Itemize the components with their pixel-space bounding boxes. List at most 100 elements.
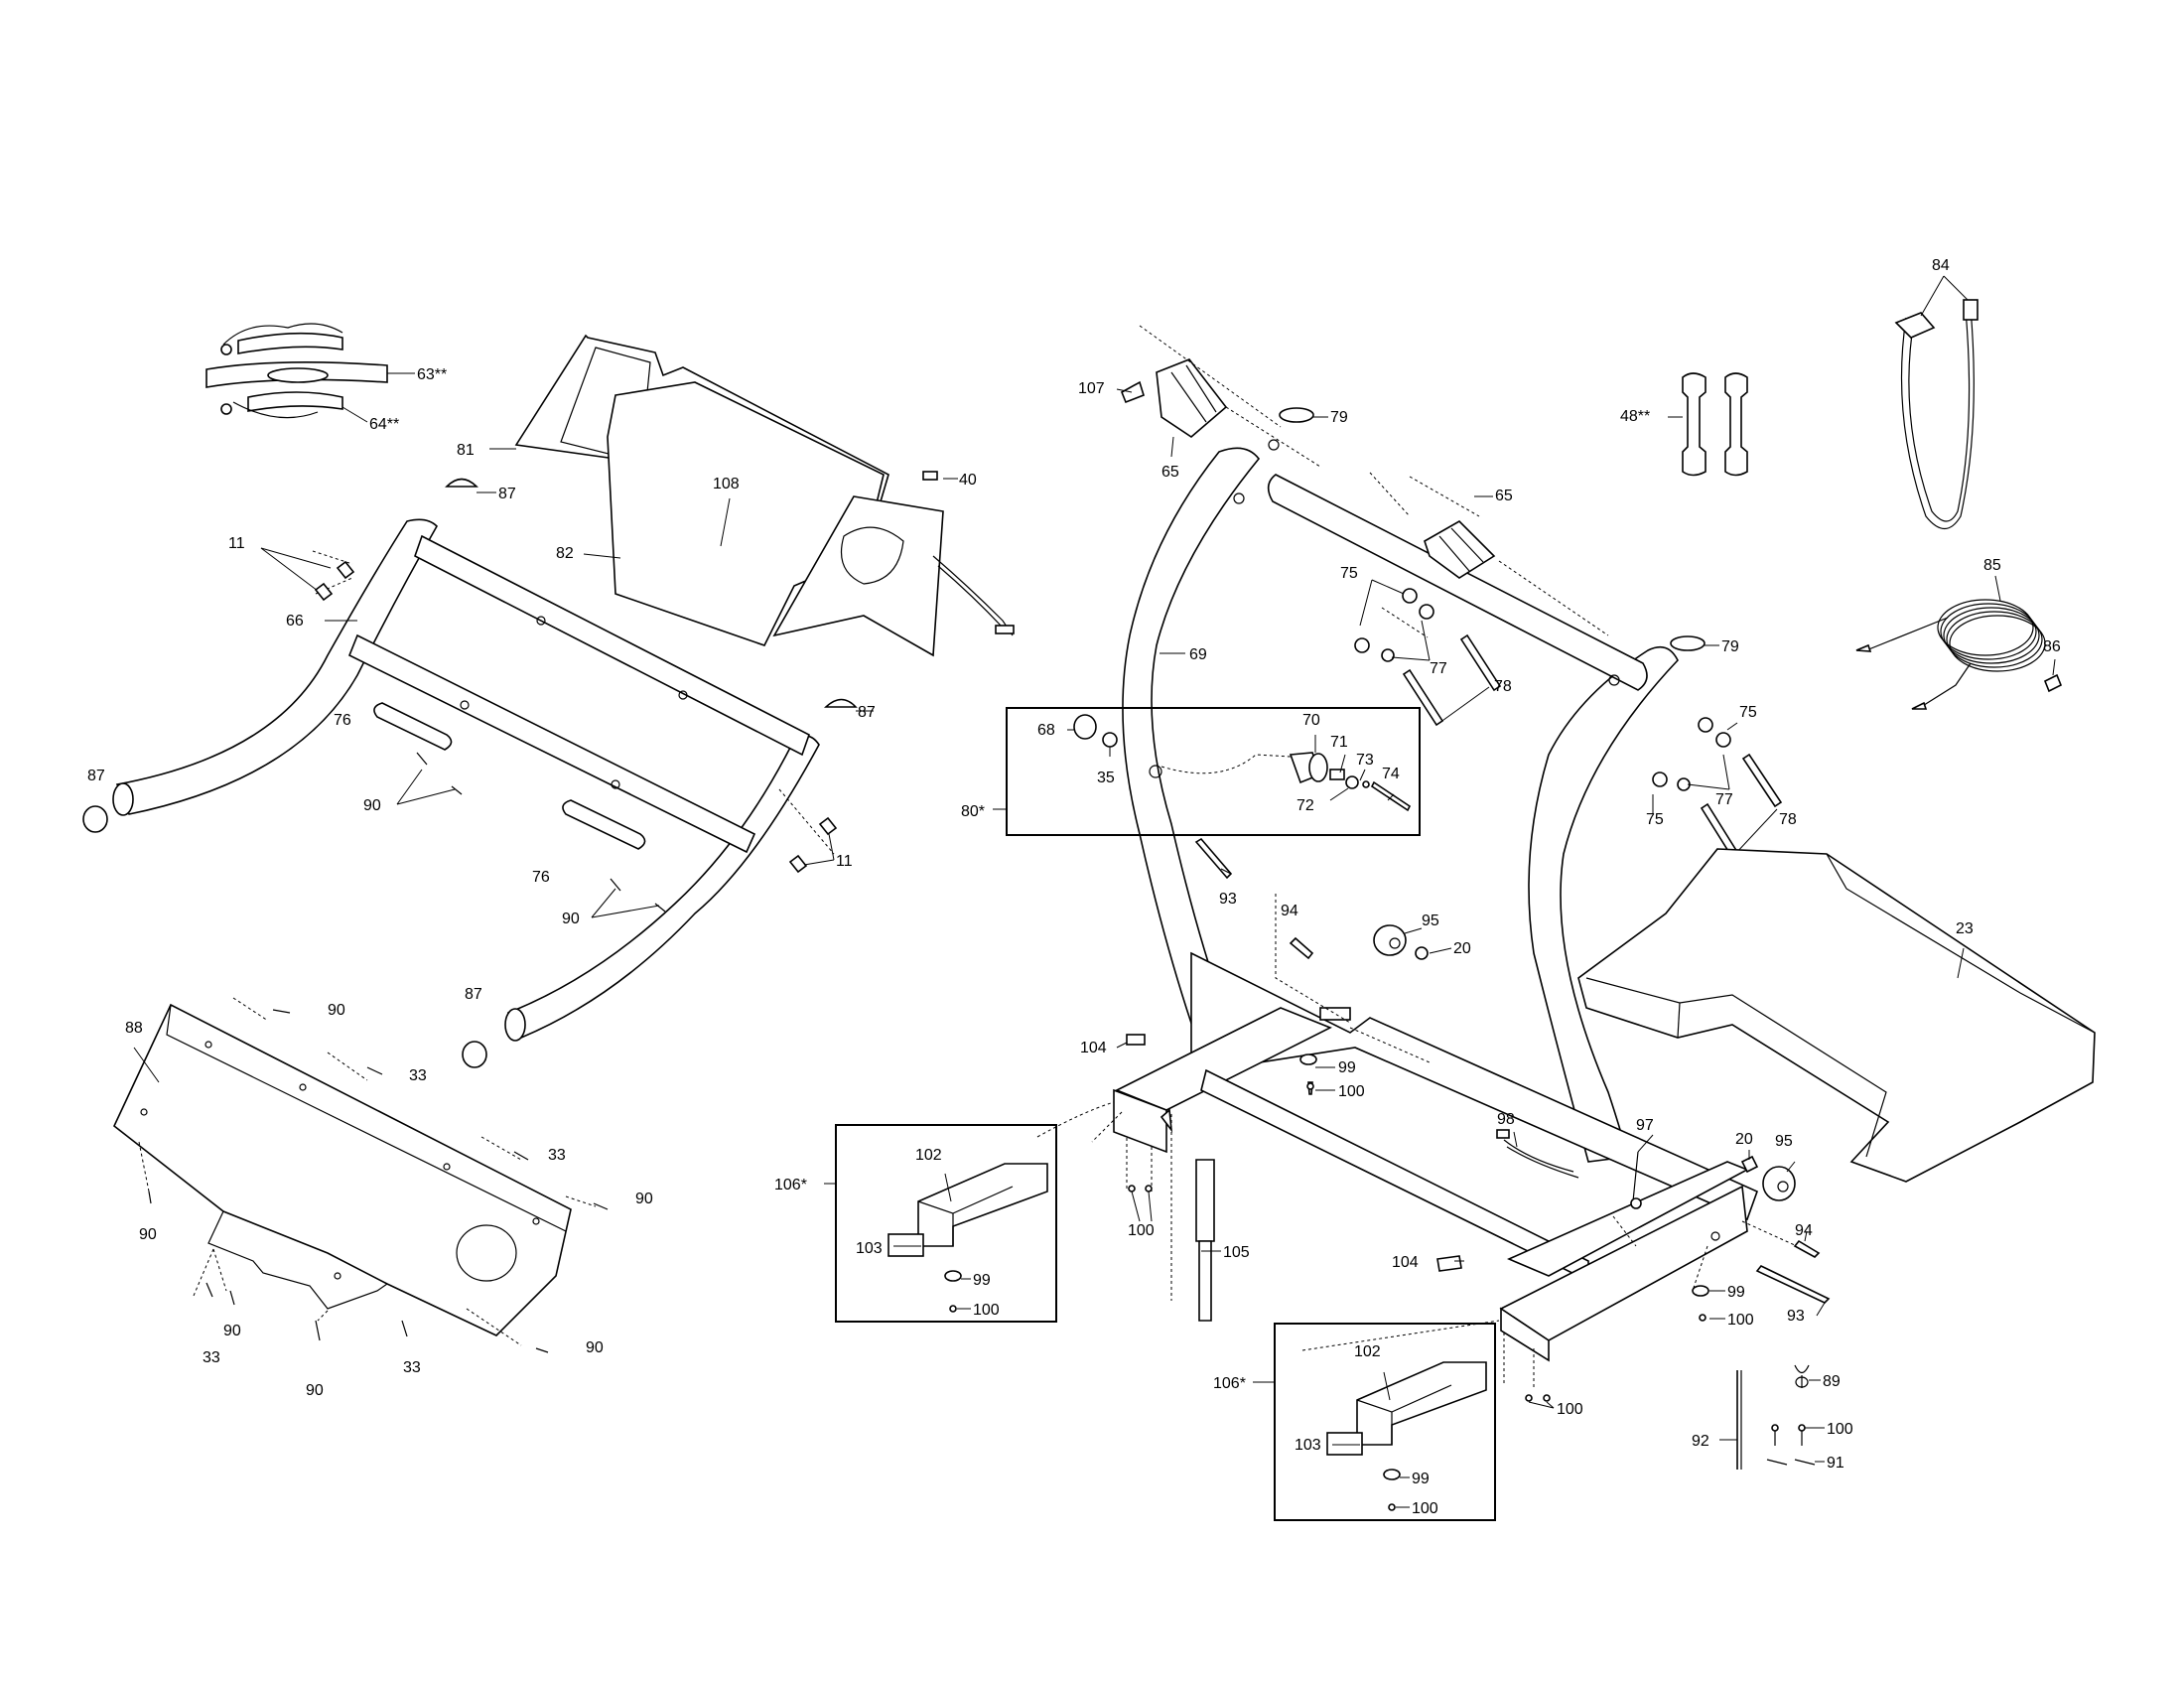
callout-108: 108 [713, 476, 740, 492]
callout-11a: 11 [228, 535, 245, 552]
frame-hardware-right [1436, 1129, 1831, 1409]
callout-99b: 99 [973, 1272, 991, 1289]
callout-103b: 103 [1295, 1437, 1321, 1454]
callout-104a: 104 [1080, 1040, 1107, 1056]
ring-parts [1279, 407, 1719, 651]
callout-33d: 33 [403, 1359, 421, 1376]
callout-100f: 100 [1557, 1401, 1583, 1418]
callout-33c: 33 [203, 1349, 220, 1366]
callout-65a: 65 [1161, 464, 1179, 481]
callout-75a: 75 [1340, 565, 1358, 582]
callout-77a: 77 [1430, 660, 1447, 677]
callout-70: 70 [1302, 712, 1320, 729]
callout-85: 85 [1983, 557, 2001, 574]
callout-97: 97 [1636, 1117, 1654, 1134]
callout-73: 73 [1356, 752, 1374, 769]
callout-68: 68 [1037, 722, 1055, 739]
callout-107: 107 [1078, 380, 1105, 397]
callout-64: 64** [369, 416, 399, 433]
callout-90a: 90 [363, 797, 381, 814]
callout-100e: 100 [1412, 1500, 1438, 1517]
callout-76b: 76 [532, 869, 550, 886]
kit-106-box-right [1253, 1323, 1496, 1521]
callout-90c: 90 [328, 1002, 345, 1019]
callout-88: 88 [125, 1020, 143, 1037]
console-part [489, 334, 1015, 657]
chest-strap-part [205, 323, 415, 423]
callout-91: 91 [1827, 1455, 1844, 1472]
callout-95b: 95 [1775, 1133, 1793, 1150]
callout-63: 63** [417, 366, 447, 383]
callout-40: 40 [959, 472, 977, 489]
callout-100g: 100 [1827, 1421, 1853, 1438]
callout-48: 48** [1620, 408, 1650, 425]
callout-95a: 95 [1422, 912, 1439, 929]
callout-72: 72 [1297, 797, 1314, 814]
callout-86: 86 [2043, 638, 2061, 655]
callout-99c: 99 [1727, 1284, 1745, 1301]
callout-93a: 93 [1219, 891, 1237, 908]
callout-104b: 104 [1392, 1254, 1419, 1271]
callout-76a: 76 [334, 712, 351, 729]
end-cap-parts [82, 478, 874, 1068]
callout-93b: 93 [1787, 1308, 1805, 1325]
callout-87b: 87 [858, 704, 876, 721]
callout-100b: 100 [973, 1302, 1000, 1319]
callout-87d: 87 [465, 986, 482, 1003]
callout-94b: 94 [1795, 1222, 1813, 1239]
callout-98: 98 [1497, 1111, 1515, 1128]
callout-69: 69 [1189, 646, 1207, 663]
callout-33a: 33 [409, 1067, 427, 1084]
callout-80: 80* [961, 803, 985, 820]
upright-frame-part [1122, 439, 1679, 1163]
callout-102b: 102 [1354, 1343, 1381, 1360]
callout-94a: 94 [1281, 903, 1298, 919]
motor-hood-part [113, 997, 597, 1346]
callout-11b: 11 [836, 853, 853, 870]
callout-74: 74 [1382, 766, 1400, 782]
callout-77b: 77 [1715, 791, 1733, 808]
callout-99a: 99 [1338, 1059, 1356, 1076]
callout-92: 92 [1692, 1433, 1709, 1450]
callout-78a: 78 [1494, 678, 1512, 695]
handrail-part [112, 518, 835, 1042]
callout-100d: 100 [1727, 1312, 1754, 1329]
frame-hardware-left [1116, 837, 1452, 1322]
callout-90b: 90 [562, 911, 580, 927]
callout-100c: 100 [1128, 1222, 1155, 1239]
callout-103a: 103 [856, 1240, 883, 1257]
callout-20b: 20 [1735, 1131, 1753, 1148]
base-frame-part [1036, 894, 1798, 1390]
callout-87a: 87 [498, 486, 516, 502]
callout-75b: 75 [1739, 704, 1757, 721]
callout-99d: 99 [1412, 1471, 1430, 1487]
walking-platform-part [1577, 848, 2096, 1183]
grip-parts [1116, 325, 1609, 636]
callout-35: 35 [1097, 770, 1115, 786]
callout-84: 84 [1932, 257, 1950, 274]
kit-106-box-left [824, 1124, 1057, 1323]
bolt-hardware-right [1652, 717, 1783, 858]
callout-90e: 90 [139, 1226, 157, 1243]
callout-20a: 20 [1453, 940, 1471, 957]
kit-80-box [993, 707, 1421, 836]
callout-106b: 106* [1213, 1375, 1246, 1392]
callout-75c: 75 [1646, 811, 1664, 828]
callout-90f: 90 [223, 1323, 241, 1339]
callout-89: 89 [1823, 1373, 1841, 1390]
callout-105: 105 [1223, 1244, 1250, 1261]
accessory-parts [1668, 275, 2063, 1470]
callout-71: 71 [1330, 734, 1348, 751]
callout-65b: 65 [1495, 488, 1513, 504]
callout-79a: 79 [1330, 409, 1348, 426]
callout-102a: 102 [915, 1147, 942, 1164]
callout-100a: 100 [1338, 1083, 1365, 1100]
callout-79b: 79 [1721, 638, 1739, 655]
callout-23: 23 [1956, 920, 1974, 937]
callout-66: 66 [286, 613, 304, 630]
callout-87c: 87 [87, 768, 105, 784]
fastener-parts [148, 560, 838, 1353]
